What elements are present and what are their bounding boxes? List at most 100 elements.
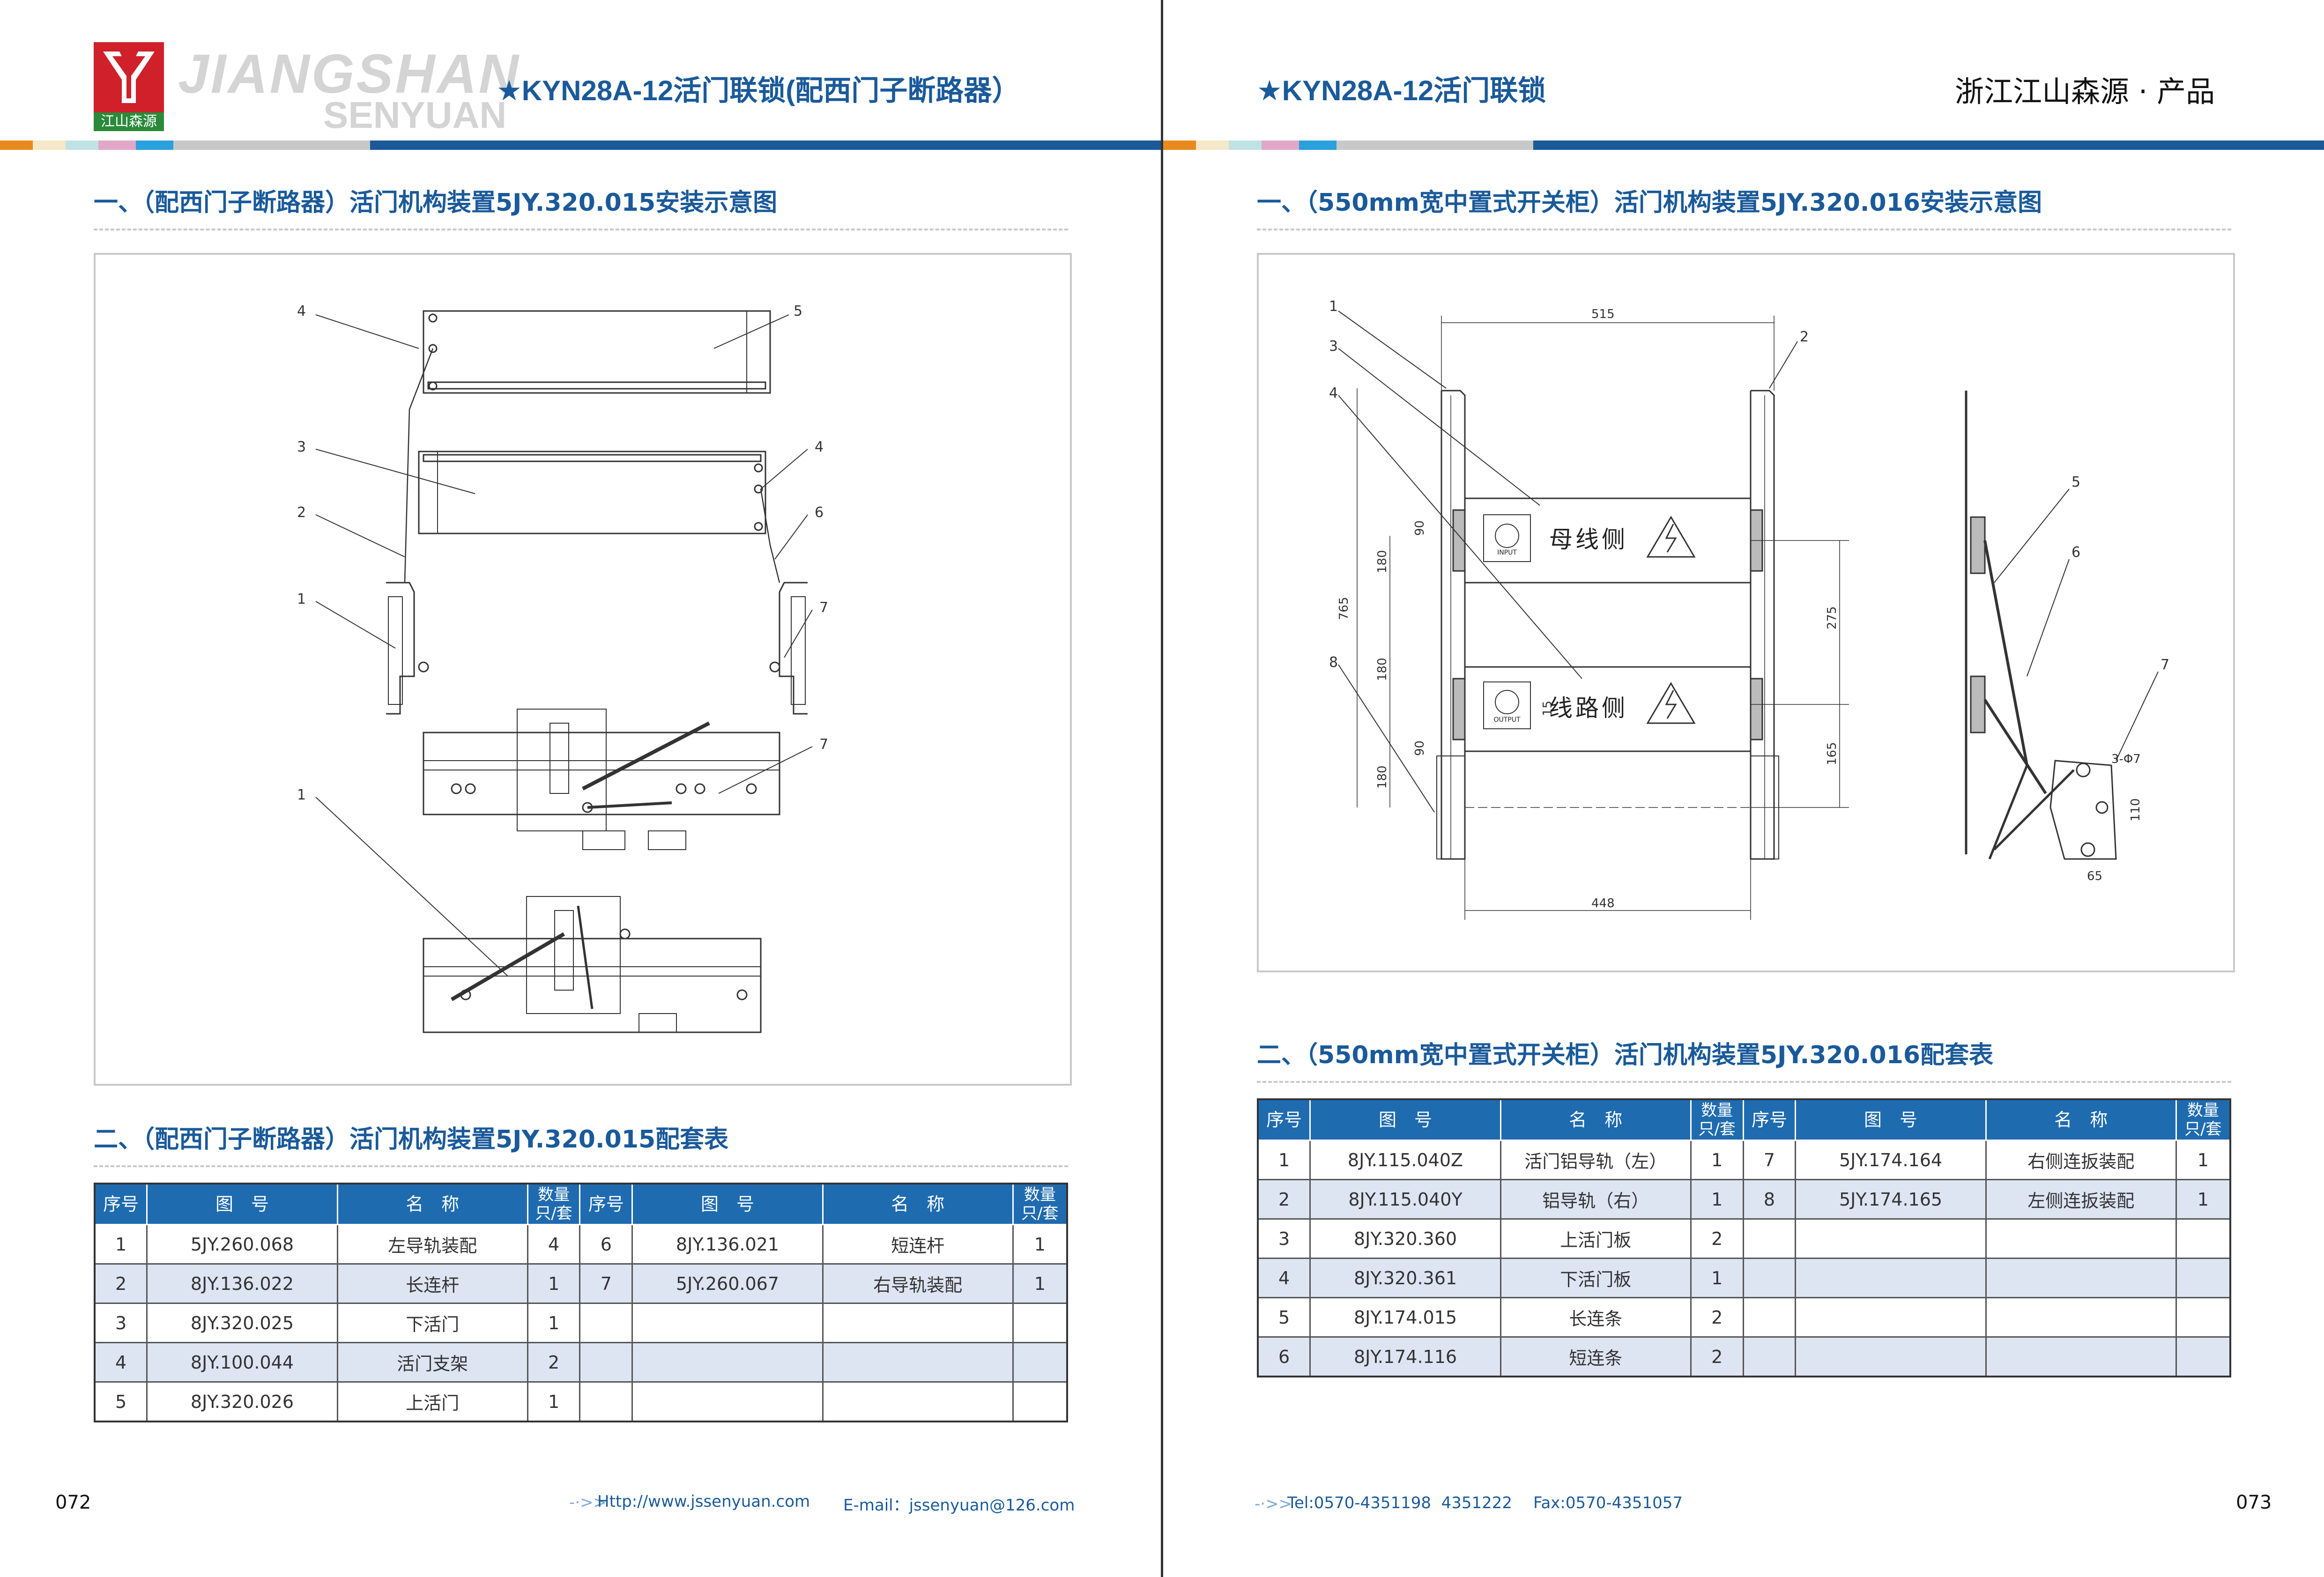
brand-name: 浙江江山森源 · 产品 <box>1955 74 2215 109</box>
table-cell: 4 <box>1257 1258 1311 1298</box>
dimension-label: 765 <box>1337 597 1351 620</box>
table-cell <box>822 1342 1014 1383</box>
table-cell: 2 <box>527 1342 581 1383</box>
table-cell: 6 <box>579 1224 633 1265</box>
table-cell: 5 <box>94 1381 148 1422</box>
table-cell <box>579 1381 633 1422</box>
table-cell <box>631 1342 824 1383</box>
table-cell: 1 <box>1012 1263 1068 1304</box>
dimension-label: 180 <box>1375 658 1389 681</box>
table-cell: 8 <box>1742 1179 1797 1220</box>
table-cell <box>1742 1218 1797 1259</box>
table-cell: 2 <box>1690 1297 1744 1338</box>
installation-drawing-frame: 4 5 3 4 2 6 1 7 7 1 <box>94 253 1072 1086</box>
table-cell: 左导轨装配 <box>336 1224 528 1265</box>
table-cell: 1 <box>1690 1258 1744 1298</box>
table-cell: 8JY.174.116 <box>1309 1336 1501 1377</box>
table-cell <box>1742 1258 1797 1298</box>
table-cell: 6 <box>1257 1336 1311 1377</box>
left-page: 江山森源 JIANGSHAN SENYUAN ★KYN28A-12活门联锁(配西… <box>0 0 1161 1577</box>
table-cell <box>1795 1336 1987 1377</box>
table-cell <box>579 1342 633 1383</box>
table-cell: 1 <box>1690 1179 1744 1220</box>
table-cell <box>1985 1218 2177 1259</box>
table-cell <box>631 1381 824 1422</box>
table-cell <box>1742 1336 1797 1377</box>
line-side-label: 线路侧 <box>1549 695 1628 722</box>
section2-title: 二、（配西门子断路器）活门机构装置5JY.320.015配套表 <box>94 1125 729 1154</box>
footer-website[interactable]: Http://www.jssenyuan.com <box>597 1492 810 1511</box>
table-cell: 铝导轨（右） <box>1500 1179 1692 1220</box>
table-cell: 5 <box>1257 1297 1311 1338</box>
col-header: 序号 <box>1742 1098 1797 1141</box>
part-label: 2 <box>297 504 306 521</box>
table-cell: 5JY.260.067 <box>631 1263 824 1304</box>
part-label: 2 <box>1800 329 1809 345</box>
table-cell: 7 <box>579 1263 633 1304</box>
dimension-label: 275 <box>1825 606 1839 629</box>
part-label: 1 <box>297 591 306 607</box>
table-cell <box>631 1303 824 1343</box>
part-label: 4 <box>1329 385 1338 401</box>
page-header-title: ★KYN28A-12活门联锁 <box>1257 75 1546 106</box>
table-cell <box>2175 1258 2231 1298</box>
col-header: 图 号 <box>146 1183 338 1225</box>
table-cell: 短连杆 <box>822 1224 1014 1265</box>
table-cell: 8JY.320.361 <box>1309 1258 1501 1298</box>
table-cell: 5JY.260.068 <box>146 1224 338 1265</box>
dimension-label: 515 <box>1591 307 1615 321</box>
part-label: 4 <box>815 439 824 455</box>
section1-divider <box>1257 229 2231 230</box>
col-header: 名 称 <box>336 1183 528 1225</box>
col-header: 名 称 <box>1985 1098 2177 1141</box>
logo-wordmark-sub: SENYUAN <box>323 94 507 136</box>
table-cell: 1 <box>94 1224 148 1265</box>
page-number: 073 <box>2236 1492 2272 1513</box>
table-cell <box>1985 1336 2177 1377</box>
dimension-label: 448 <box>1591 896 1615 911</box>
table-cell: 3 <box>1257 1218 1311 1259</box>
col-header: 名 称 <box>1500 1098 1692 1141</box>
table-cell: 1 <box>527 1303 581 1343</box>
table-cell: 活门铝导轨（左） <box>1500 1140 1692 1180</box>
table-cell <box>1795 1258 1987 1298</box>
section2-divider <box>1257 1081 2231 1083</box>
section2-divider <box>94 1165 1068 1167</box>
table-cell: 短连条 <box>1500 1336 1692 1377</box>
table-cell: 左侧连扳装配 <box>1985 1179 2177 1220</box>
table-cell: 8JY.320.026 <box>146 1381 338 1422</box>
table-cell: 2 <box>1690 1336 1744 1377</box>
table-cell: 8JY.136.021 <box>631 1224 824 1265</box>
table-cell: 2 <box>1690 1218 1744 1259</box>
table-cell <box>1985 1297 2177 1338</box>
table-cell: 3 <box>94 1303 148 1343</box>
footer-email[interactable]: E-mail：jssenyuan@126.com <box>843 1496 1075 1515</box>
table-cell: 长连条 <box>1500 1297 1692 1338</box>
footer-arrow-icon: -·>> <box>1255 1495 1292 1513</box>
footer-fax: Fax:0570-4351057 <box>1533 1494 1683 1512</box>
table-cell: 8JY.320.025 <box>146 1303 338 1343</box>
table-cell: 4 <box>94 1342 148 1383</box>
dimension-label: 180 <box>1375 765 1389 789</box>
table-cell <box>1795 1297 1987 1338</box>
table-cell: 1 <box>2175 1140 2231 1180</box>
table-cell <box>1012 1303 1068 1343</box>
dimension-label: 3-Φ7 <box>2111 752 2141 766</box>
table-cell: 右导轨装配 <box>822 1263 1014 1304</box>
col-header: 图 号 <box>631 1183 824 1225</box>
table-cell: 长连杆 <box>336 1263 528 1304</box>
page-header-title: ★KYN28A-12活门联锁(配西门子断路器） <box>497 75 1020 106</box>
output-icon: OUTPUT <box>1493 716 1521 724</box>
table-cell: 下活门板 <box>1500 1258 1692 1298</box>
table-cell: 8JY.115.040Z <box>1309 1140 1501 1180</box>
table-cell: 8JY.320.360 <box>1309 1218 1501 1259</box>
table-cell: 1 <box>1690 1140 1744 1180</box>
part-label: 3 <box>1329 338 1338 355</box>
busbar-side-label: 母线侧 <box>1549 526 1628 553</box>
